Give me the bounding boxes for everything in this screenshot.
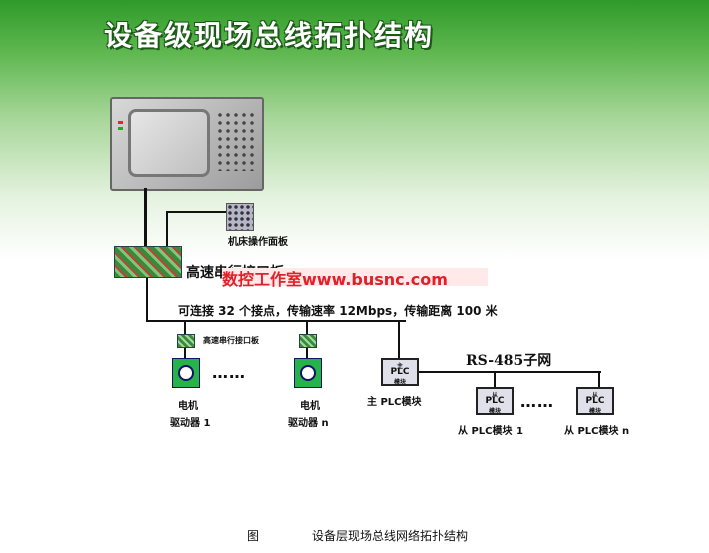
watermark-text: 数控工作室www.busnc.com (222, 270, 448, 289)
drive-1-icon (172, 358, 200, 388)
rs485-bus (419, 371, 601, 373)
link-driven-board (306, 346, 308, 358)
drive-n-label-line2: 驱动器 n (288, 418, 329, 429)
link-bus-driven (306, 320, 308, 334)
drive-1-label-line2: 驱动器 1 (170, 418, 211, 429)
plc-text: PLC (390, 367, 410, 377)
plc-top-text: 从 (491, 392, 498, 399)
machine-panel-label: 机床操作面板 (228, 237, 288, 248)
link-panel-vertical (166, 211, 168, 247)
monitor-keypad (216, 111, 254, 171)
link-panel-horizontal (166, 211, 226, 213)
slide-background (0, 0, 709, 520)
link-bus-master-plc (398, 320, 400, 358)
link-rs485-slave1 (494, 371, 496, 387)
drives-ellipsis: …… (212, 363, 246, 382)
monitor-screen (128, 109, 210, 177)
bus-spec-label: 可连接 32 个接点，传输速率 12Mbps，传输距离 100 米 (178, 304, 498, 318)
caption-text: 设备层现场总线网络拓扑结构 (312, 529, 469, 543)
master-plc-label: 主 PLC模块 (367, 397, 422, 408)
green-led-icon (118, 127, 123, 130)
plc-text: PLC (485, 396, 505, 406)
drive-n-icon (294, 358, 322, 388)
serial-board-1-icon (177, 334, 195, 348)
cnc-monitor (110, 97, 264, 191)
red-led-icon (118, 121, 123, 124)
plc-module-text: 模块 (488, 408, 501, 415)
drive-1-label-line1: 电机 (178, 401, 198, 412)
link-rs485-slaven (598, 371, 600, 387)
slave-plc-n-label: 从 PLC模块 n (564, 426, 630, 437)
watermark-background (222, 268, 488, 286)
plc-top-text: 主 (396, 363, 403, 370)
highspeed-board-icon (114, 246, 182, 278)
serial-board-n-icon (299, 334, 317, 348)
caption-figure-label: 图 (247, 529, 260, 543)
link-bus-drive1 (184, 320, 186, 334)
plc-module-text: 模块 (393, 379, 406, 386)
plc-text: PLC (585, 396, 605, 406)
slave-plc-1-icon: 从 PLC 模块 (476, 387, 514, 415)
main-bus (146, 320, 406, 322)
slave-plc-1-label: 从 PLC模块 1 (458, 426, 523, 437)
plc-module-text: 模块 (588, 408, 601, 415)
link-monitor-board (144, 188, 147, 246)
master-plc-icon: 主 PLC 模块 (381, 358, 419, 386)
plc-top-text: 从 (591, 392, 598, 399)
machine-panel-icon (226, 203, 254, 231)
rs485-label: RS-485子网 (466, 353, 552, 369)
link-board-bus (146, 276, 148, 322)
plc-ellipsis: …… (520, 392, 554, 411)
drive-n-label-line1: 电机 (300, 401, 320, 412)
link-drive1-board (184, 346, 186, 358)
serial-board-label: 高速串行接口板 (203, 336, 259, 345)
diagram-title: 设备级现场总线拓扑结构 (104, 19, 435, 52)
slave-plc-n-icon: 从 PLC 模块 (576, 387, 614, 415)
